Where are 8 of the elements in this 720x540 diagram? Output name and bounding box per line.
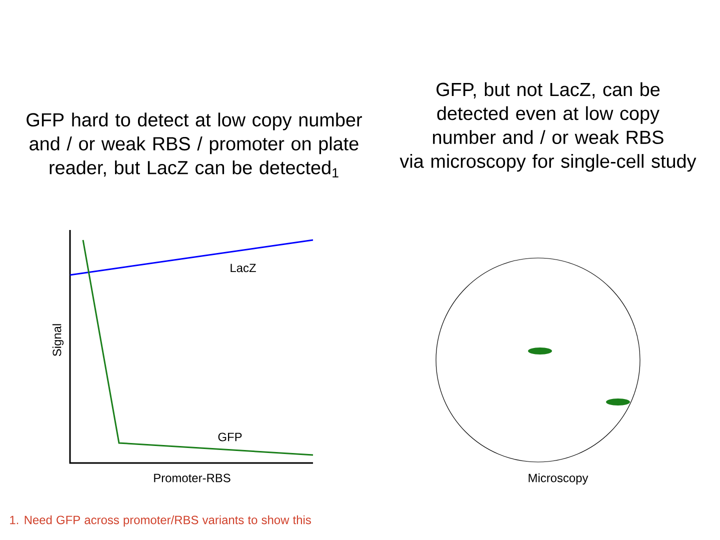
heading-text: GFP, but not LacZ, can be detected even at low copy number and / or weak RBS via microscopy for single-cell study [400, 82, 696, 172]
line-label: GFP [218, 432, 242, 442]
heading-text: GFP hard to detect at low copy number and / or weak RBS / promoter on plate reader, but LacZ can be detected$_{1}$ [26, 112, 362, 178]
caption-text: Microscopy [528, 473, 588, 485]
axis-label: Signal [52, 324, 64, 356]
footnote-text: 1. Need GFP across promoter/RBS variants to show this [10, 515, 311, 527]
line-label: LacZ [230, 264, 256, 272]
axis-label: Promoter-RBS [154, 474, 230, 482]
